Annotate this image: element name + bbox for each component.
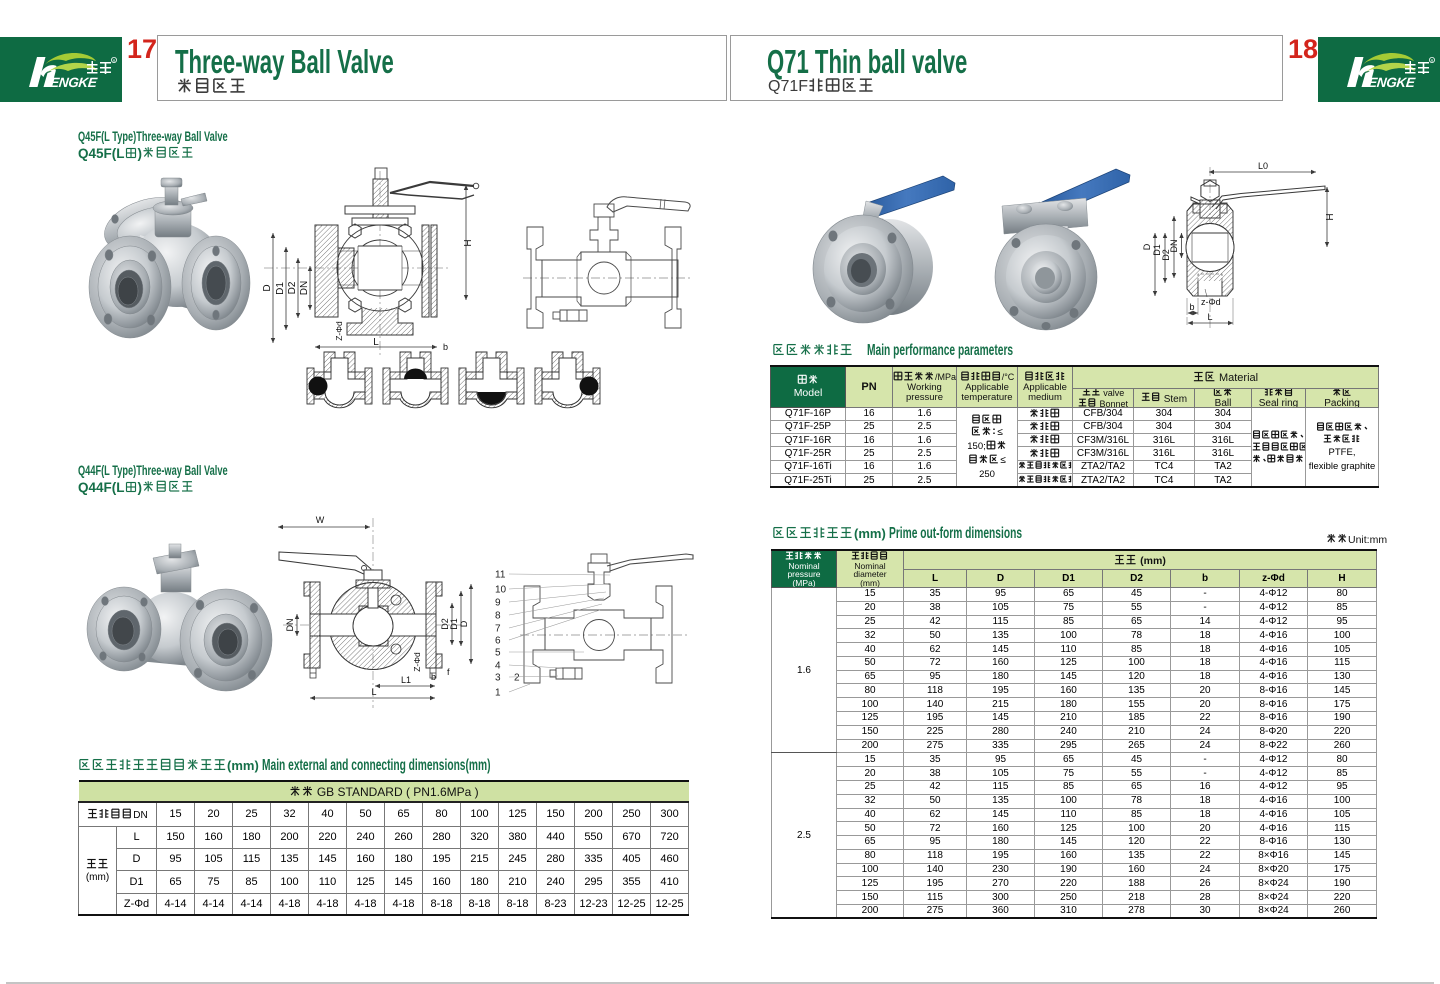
svg-text:L: L xyxy=(373,337,379,348)
svg-text:DN: DN xyxy=(285,619,295,632)
svg-text:H: H xyxy=(463,239,474,246)
svg-text:DN: DN xyxy=(1169,240,1179,253)
svg-text:L: L xyxy=(371,687,376,697)
svg-text:b: b xyxy=(431,672,436,682)
svg-text:D1: D1 xyxy=(275,282,286,295)
svg-text:L: L xyxy=(1207,312,1212,322)
svg-text:6: 6 xyxy=(495,636,501,647)
svg-text:R: R xyxy=(113,59,116,63)
svg-text:9: 9 xyxy=(495,598,501,609)
svg-text:z-Φd: z-Φd xyxy=(1201,297,1221,307)
svg-text:L1: L1 xyxy=(401,675,411,685)
svg-text:H: H xyxy=(1325,213,1336,220)
svg-text:D: D xyxy=(262,284,273,291)
svg-text:D2: D2 xyxy=(440,618,450,630)
svg-text:f: f xyxy=(447,667,450,677)
svg-text:11: 11 xyxy=(495,570,506,581)
svg-text:D1: D1 xyxy=(449,618,459,630)
svg-text:1: 1 xyxy=(495,688,501,699)
svg-text:5: 5 xyxy=(495,648,501,659)
svg-text:Z-Φd: Z-Φd xyxy=(412,652,422,672)
svg-text:W: W xyxy=(316,515,325,525)
svg-text:R: R xyxy=(1431,59,1434,63)
svg-text:7: 7 xyxy=(495,624,501,635)
svg-text:3: 3 xyxy=(495,673,501,684)
svg-text:L0: L0 xyxy=(1258,161,1268,171)
svg-text:D2: D2 xyxy=(1161,249,1171,261)
svg-text:2: 2 xyxy=(514,673,520,684)
svg-text:ENGKE: ENGKE xyxy=(49,75,98,90)
svg-text:DN: DN xyxy=(299,281,310,295)
svg-text:D: D xyxy=(459,620,469,627)
svg-text:4: 4 xyxy=(495,661,501,672)
svg-text:b: b xyxy=(1189,302,1194,312)
svg-text:Z-Φd: Z-Φd xyxy=(334,321,344,341)
svg-text:10: 10 xyxy=(495,585,507,596)
svg-text:8: 8 xyxy=(495,611,501,622)
svg-text:b: b xyxy=(443,342,448,352)
svg-text:D2: D2 xyxy=(287,281,298,294)
svg-text:D1: D1 xyxy=(1152,244,1162,256)
svg-text:ENGKE: ENGKE xyxy=(1367,75,1416,90)
svg-text:D: D xyxy=(1143,243,1152,250)
